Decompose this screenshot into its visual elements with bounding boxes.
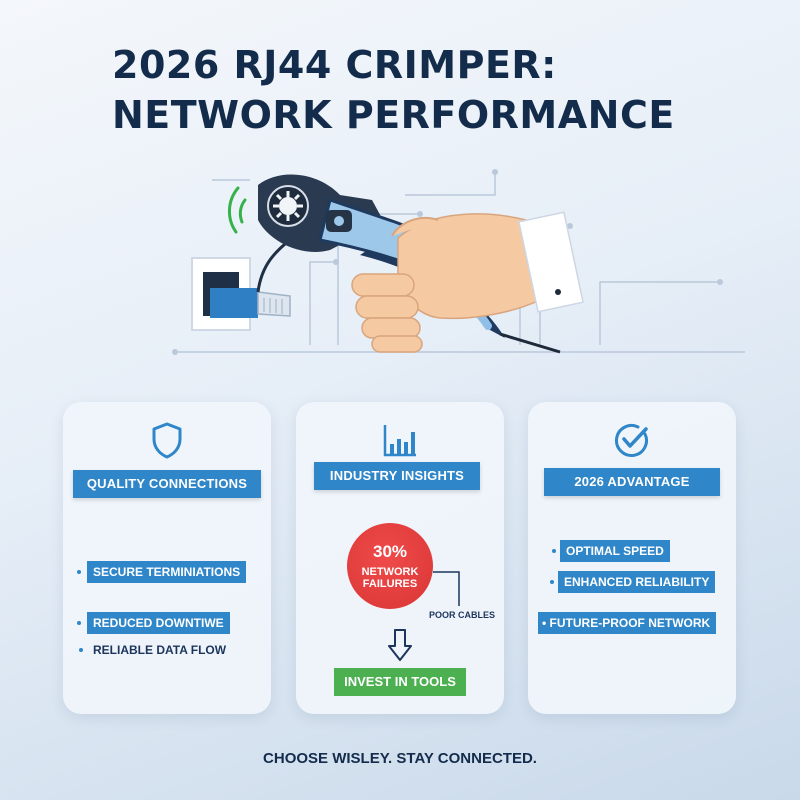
card-heading: QUALITY CONNECTIONS <box>73 470 261 498</box>
bullet-glyph: • <box>542 616 550 630</box>
bullet-dot <box>552 549 556 553</box>
bullet-dot <box>77 570 81 574</box>
stat-label: NETWORK FAILURES <box>347 566 433 590</box>
list-item: RELIABLE DATA FLOW <box>93 643 227 657</box>
crimper-illustration <box>172 169 745 355</box>
bullet-dot <box>77 621 81 625</box>
rj-plug <box>210 288 291 318</box>
card-2026-advantage: 2026 ADVANTAGE OPTIMAL SPEED ENHANCED RE… <box>528 402 736 714</box>
page-title: 2026 RJ44 CRIMPER: NETWORK PERFORMANCE <box>112 40 675 140</box>
list-item: REDUCED DOWNTIWE <box>87 612 230 634</box>
card-quality-connections: QUALITY CONNECTIONS SECURE TERMINIATIONS… <box>63 402 271 714</box>
stat-note: POOR CABLES <box>429 610 496 620</box>
cable <box>256 236 293 293</box>
invest-in-tools-badge: INVEST IN TOOLS <box>334 668 466 696</box>
bullet-dot <box>550 580 554 584</box>
lower-handle <box>360 242 505 338</box>
card-heading: 2026 ADVANTAGE <box>544 468 720 496</box>
list-item: SECURE TERMINIATIONS <box>87 561 247 583</box>
list-item: ENHANCED RELIABILITY <box>558 571 716 593</box>
hand <box>351 211 584 353</box>
list-item: • FUTURE-PROOF NETWORK <box>538 612 717 634</box>
stat-value: 30% <box>372 542 408 561</box>
bullet-dot <box>79 648 83 652</box>
check-circle-icon <box>615 424 648 457</box>
card-heading: INDUSTRY INSIGHTS <box>314 462 480 490</box>
list-item: OPTIMAL SPEED <box>560 540 670 562</box>
arrow-down-icon <box>388 629 412 661</box>
signal-waves <box>227 186 247 234</box>
title-line-1: 2026 RJ44 CRIMPER: <box>112 43 557 87</box>
list-item-label: FUTURE-PROOF NETWORK <box>549 616 711 630</box>
footer-tagline: CHOOSE WISLEY. STAY CONNECTED. <box>263 750 537 767</box>
bar-chart-icon <box>383 425 416 457</box>
card-industry-insights: INDUSTRY INSIGHTS 30% NETWORK FAILURES P… <box>296 402 504 714</box>
shield-icon <box>152 422 182 459</box>
stat-label-line-1: NETWORK <box>361 566 419 578</box>
title-line-2: NETWORK PERFORMANCE <box>112 93 675 137</box>
callout-connector <box>433 571 460 606</box>
tail-cord <box>499 332 561 354</box>
stat-label-line-2: FAILURES <box>362 578 418 590</box>
failure-stat-circle: 30% NETWORK FAILURES <box>347 523 433 609</box>
